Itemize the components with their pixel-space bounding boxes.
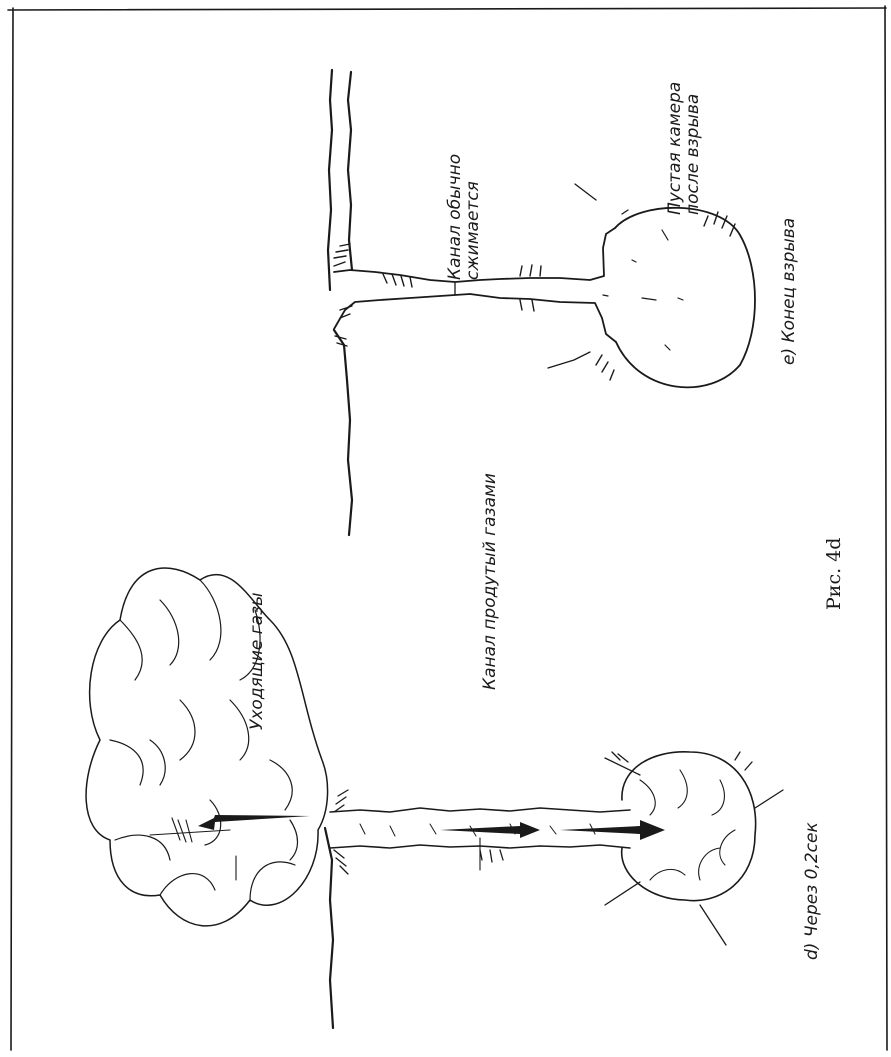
- label-gases: Уходящие газы: [247, 592, 267, 730]
- svg-text:Канал обычно: Канал обычно: [445, 154, 465, 280]
- rock-hatching-d: [334, 752, 752, 874]
- label-channel-blown: Канал продутый газами: [480, 473, 500, 690]
- rock-hatching: [334, 212, 735, 380]
- figure-caption: Рис. 4d: [823, 538, 845, 610]
- label-empty-chamber: Пустая камера после взрыва: [665, 82, 703, 215]
- cloud-puffs: [110, 580, 298, 900]
- svg-text:после взрыва: после взрыва: [683, 94, 703, 215]
- svg-text:Канал продутый газами: Канал продутый газами: [480, 473, 500, 690]
- caption-panel-e: e) Конец взрыва: [779, 218, 799, 365]
- empty-chamber: [615, 208, 755, 388]
- channel-lower-wall: [334, 294, 616, 342]
- label-channel-compresses: Канал обычно сжимается: [445, 154, 483, 280]
- ground-line-top: [348, 72, 352, 270]
- ground-line-bottom-d: [325, 828, 333, 1028]
- svg-text:Пустая камера: Пустая камера: [665, 82, 685, 215]
- svg-text:e) Конец взрыва: e) Конец взрыва: [779, 218, 799, 365]
- svg-text:d) Через 0,2сек: d) Через 0,2сек: [802, 822, 822, 960]
- ground-line-bottom: [334, 330, 352, 535]
- svg-text:Рис. 4d: Рис. 4d: [823, 538, 845, 610]
- caption-panel-d: d) Через 0,2сек: [802, 822, 822, 960]
- svg-text:сжимается: сжимается: [463, 181, 483, 280]
- ground-line-top-d: [328, 70, 332, 290]
- chamber-puffs: [640, 770, 735, 880]
- svg-text:Уходящие газы: Уходящие газы: [247, 592, 267, 730]
- gas-exit-arrow: [198, 815, 310, 830]
- blown-channel-upper: [330, 808, 630, 812]
